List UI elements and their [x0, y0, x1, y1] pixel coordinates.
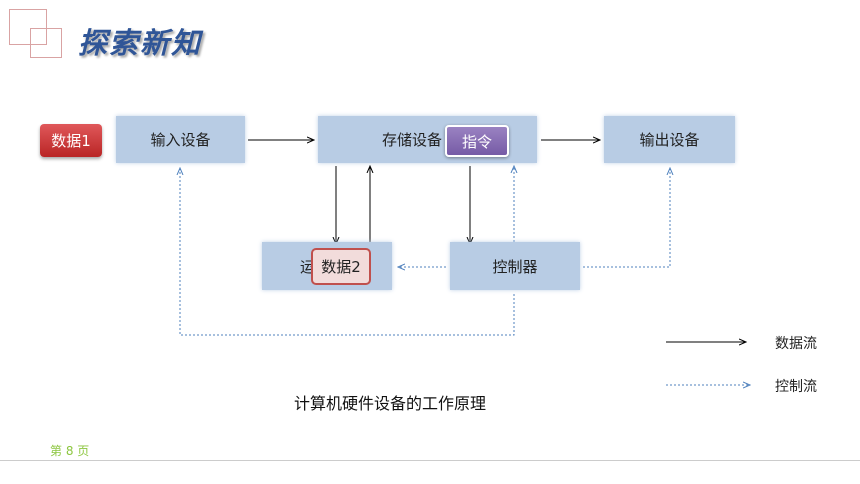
instruction-tag: 指令: [445, 125, 509, 157]
storage-device-label: 存储设备: [382, 131, 443, 149]
logo-square-back: [9, 9, 47, 45]
input-device-box: 输入设备: [116, 116, 245, 163]
footer-divider: [0, 460, 860, 461]
output-device-box: 输出设备: [604, 116, 735, 163]
output-device-label: 输出设备: [639, 131, 700, 149]
legend-data-flow-label: 数据流: [775, 336, 817, 352]
data1-tag: 数据1: [40, 124, 102, 157]
diagram-caption: 计算机硬件设备的工作原理: [293, 394, 486, 413]
logo-square-front: [30, 28, 62, 58]
ctrl-controller-to-output: [583, 168, 670, 268]
page-number: 第 8 页: [50, 444, 90, 458]
controller-label: 控制器: [492, 257, 538, 276]
data2-tag: 数据2: [311, 248, 371, 285]
input-device-label: 输入设备: [150, 131, 211, 149]
legend-control-flow-label: 控制流: [775, 379, 817, 395]
controller-box: 控制器: [450, 242, 580, 290]
page-title: 探索新知: [78, 26, 203, 60]
